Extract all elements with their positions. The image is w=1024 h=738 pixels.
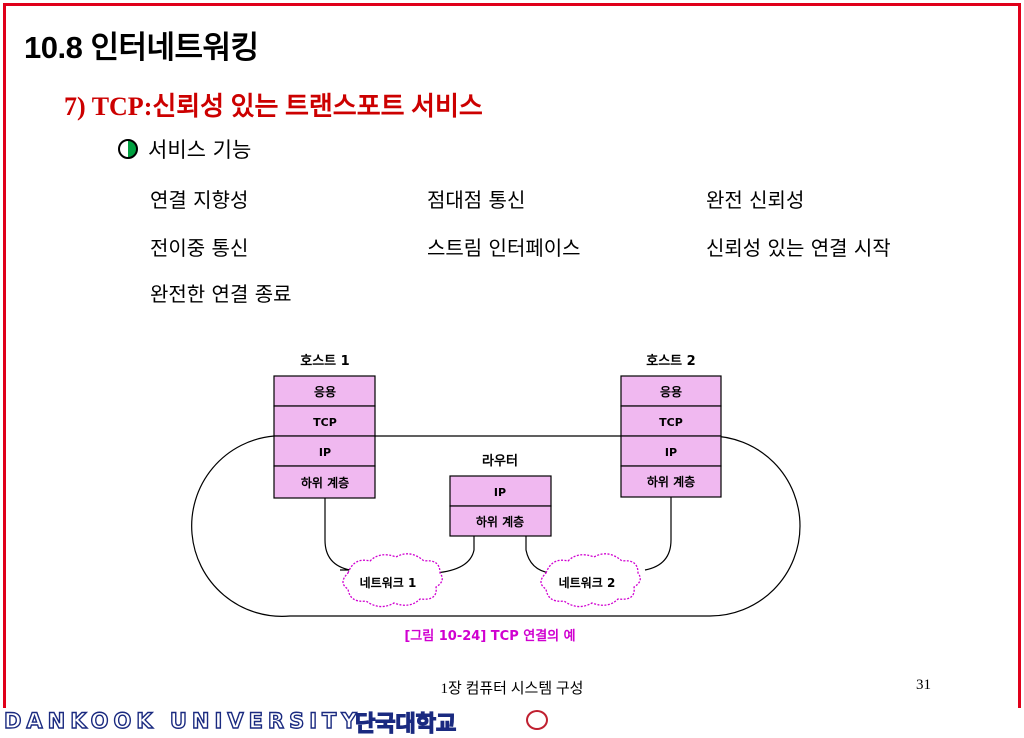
router-lower-label: 하위 계층 (476, 514, 524, 529)
host1-lower-box (273, 465, 376, 499)
footer-chapter: 1장 컴퓨터 시스템 구성 (440, 681, 584, 697)
page-title: 10.8 인터네트워킹 (24, 30, 259, 65)
router-ip-box (449, 475, 552, 507)
host2-ip-box (620, 435, 722, 467)
bullet-row: 서비스 기능 (118, 134, 251, 164)
university-seal-icon (526, 710, 548, 730)
router-ip-label: IP (494, 486, 506, 499)
logo-english: DANKOOK UNIVERSITY (3, 708, 362, 733)
host2-tcp-label: TCP (659, 416, 683, 429)
host1-app-box (273, 375, 376, 407)
network1-cloud (342, 553, 443, 608)
feature-item: 점대점 통신 (427, 188, 526, 212)
slide-subtitle: 7) TCP:신뢰성 있는 트랜스포트 서비스 (64, 92, 483, 121)
link-router-net2 (525, 536, 551, 574)
half-circle-bullet-icon (118, 139, 138, 159)
feature-item: 완전 신뢰성 (706, 188, 805, 212)
host2-lower-box (620, 465, 722, 498)
host1-ip-box (273, 435, 376, 467)
page-number: 31 (916, 677, 931, 693)
host1-tcp-box (273, 405, 376, 437)
feature-item: 연결 지향성 (150, 188, 249, 212)
host2-label: 호스트 2 (646, 354, 695, 369)
host2-app-label: 응용 (660, 384, 682, 399)
link-host1-net1 (324, 498, 351, 571)
host2-app-box (620, 375, 722, 407)
tcp-connection-path (191, 435, 801, 617)
host1-label: 호스트 1 (300, 354, 349, 369)
host1-ip-label: IP (319, 446, 331, 459)
network2-label: 네트워크 2 (559, 575, 616, 590)
feature-item: 완전한 연결 종료 (150, 282, 292, 306)
host1-app-label: 응용 (314, 384, 336, 399)
feature-item: 신뢰성 있는 연결 시작 (706, 236, 891, 260)
link-net1-router (434, 536, 475, 574)
host2-lower-label: 하위 계층 (647, 474, 695, 489)
host2-tcp-box (620, 405, 722, 437)
figure-caption: [그림 10-24] TCP 연결의 예 (404, 628, 575, 644)
network2-cloud (540, 553, 641, 608)
host1-lower-label: 하위 계층 (301, 475, 349, 490)
host2-ip-label: IP (665, 446, 677, 459)
feature-item: 스트림 인터페이스 (427, 236, 581, 260)
feature-item: 전이중 통신 (150, 236, 249, 260)
network1-label: 네트워크 1 (360, 575, 417, 590)
university-logo-strip: DANKOOK UNIVERSITY 단국대학교 (0, 708, 1024, 738)
bullet-text: 서비스 기능 (148, 138, 252, 162)
logo-korean: 단국대학교 (354, 711, 457, 737)
link-net2-host2 (644, 497, 672, 571)
router-lower-box (449, 505, 552, 537)
host1-tcp-label: TCP (313, 416, 337, 429)
tcp-connection-diagram: 호스트 1 응용 TCP IP 하위 계층 호스트 2 응용 TCP IP 하위… (191, 354, 801, 644)
router-label: 라우터 (482, 453, 518, 469)
